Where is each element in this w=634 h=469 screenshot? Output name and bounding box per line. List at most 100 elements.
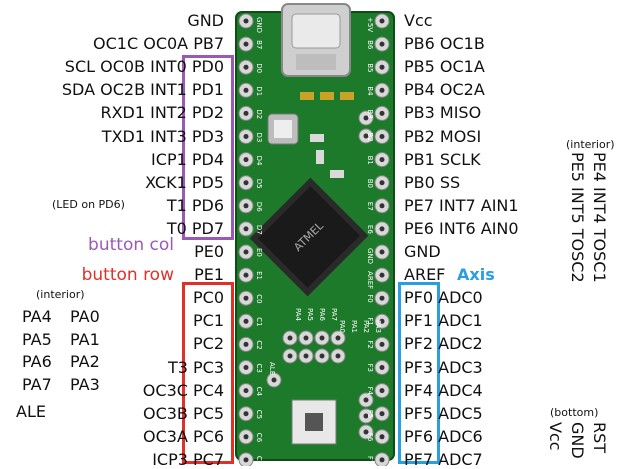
pin-label-pb0: PB0 SS — [404, 172, 461, 192]
pad-right-12-hole — [379, 295, 385, 301]
pin-label-pc0: PC0 — [193, 288, 224, 308]
interior-pin-pa0: PA0 — [70, 307, 100, 326]
silk-left-15: C3 — [255, 364, 263, 373]
silk-interior-1: PA5 — [306, 308, 314, 321]
right-pads — [374, 13, 390, 466]
pin-label-pd7: T0 PD7 — [166, 218, 224, 238]
bottom-col-rst: RST — [590, 422, 609, 454]
pin-label-pf5: PF5 ADC5 — [404, 403, 483, 423]
silk-right-4: B3 — [366, 109, 374, 118]
microcontroller-chip: ATMEL — [249, 177, 369, 297]
usb-connector — [281, 3, 351, 77]
pad-right-3-hole — [379, 87, 385, 93]
pad-left-18-hole — [243, 434, 249, 440]
silk-left-6: D4 — [255, 156, 263, 166]
pad-right-19-hole — [379, 457, 385, 463]
pad-interior-top-0-hole — [287, 335, 293, 341]
pad-right-2-hole — [379, 64, 385, 70]
silk-right-5: B2 — [366, 133, 374, 142]
button-row-box — [182, 282, 234, 464]
pad-right-6-hole — [379, 157, 385, 163]
pad-left-10-hole — [243, 249, 249, 255]
pin-label-pc3: T3 PC3 — [167, 357, 224, 377]
interior-pin-pa5: PA5 — [22, 329, 52, 349]
interior-pin-pa1: PA1 — [70, 329, 100, 349]
interior-right-col-1: PE5 INT5 TOSC2 — [568, 152, 587, 283]
pin-label-pd3: TXD1 INT3 PD3 — [101, 126, 224, 146]
pad-left-0-hole — [243, 18, 249, 24]
pin-label-pd1: SDA OC2B INT1 PD1 — [61, 80, 224, 100]
pad-left-8-hole — [243, 203, 249, 209]
pad-left-3-hole — [243, 87, 249, 93]
silk-left-13: C1 — [255, 317, 263, 326]
silk-right-18: F6 — [366, 433, 374, 442]
pad-left-14-hole — [243, 341, 249, 347]
pad-left-1-hole — [243, 41, 249, 47]
silk-right-11: AREF — [366, 271, 374, 289]
pad-left-4-hole — [243, 110, 249, 116]
silk-left-5: D3 — [255, 133, 263, 143]
silk-left-10: E0 — [255, 248, 263, 257]
pin-label-pd5: XCK1 PD5 — [145, 172, 224, 192]
pad-left-5-hole — [243, 134, 249, 139]
pin-label-pf3: PF3 ADC3 — [404, 357, 483, 377]
pad-interior-right-0-hole — [363, 115, 369, 121]
interior-pin-pa6: PA6 — [22, 352, 52, 372]
interior-pin-pa4: PA4 — [22, 307, 52, 326]
pin-label-pd2: RXD1 INT2 PD2 — [100, 103, 224, 123]
silk-left-9: D7 — [255, 225, 263, 235]
interior-pin-pa2: PA2 — [70, 352, 100, 372]
pin-label-pb2: PB2 MOSI — [404, 126, 482, 146]
silk-interior-3: PA7 — [330, 308, 338, 321]
pin-label-pf6: PF6 ADC6 — [404, 426, 483, 446]
silk-left-2: D0 — [255, 63, 263, 73]
pin-label-pd4: ICP1 PD4 — [151, 149, 224, 169]
pad-right-14-hole — [379, 341, 385, 347]
pad-interior-bottom-3-hole — [335, 353, 341, 359]
silk-left-3: D1 — [255, 86, 263, 96]
silk-right-16: F4 — [366, 387, 374, 396]
interior-note-right: (interior) — [566, 138, 615, 151]
led-note: (LED on PD6) — [52, 198, 125, 211]
pin-label-pe0: PE0 — [194, 242, 224, 261]
crystal — [267, 113, 299, 145]
bottom-col-vcc: Vcc — [546, 422, 565, 451]
pad-left-17-hole — [243, 411, 249, 417]
silk-right-14: F2 — [366, 340, 374, 348]
silk-right-13: F1 — [366, 317, 374, 325]
pad-right-4-hole — [379, 110, 385, 116]
pad-interior-bottom-2-hole — [319, 353, 325, 359]
silk-right-17: F5 — [366, 410, 374, 418]
pad-left-19-hole — [243, 457, 249, 463]
pin-label-pb3: PB3 MISO — [404, 103, 482, 123]
silk-right-10: GND — [366, 248, 374, 264]
interior-right-col-0: PE4 INT4 TOSC1 — [590, 152, 609, 283]
pad-right-13-hole — [379, 318, 385, 324]
silk-left-8: D6 — [255, 202, 263, 212]
pad-right-16-hole — [379, 388, 385, 394]
pin-label-pd0: SCL OC0B INT0 PD0 — [64, 57, 224, 77]
pin-label-gnd: GND — [187, 11, 224, 30]
pad-left-13-hole — [243, 318, 249, 324]
pin-label-vcc: Vcc — [404, 11, 433, 30]
pad-interior-top-1-hole — [303, 335, 309, 341]
pin-label-aref: AREF — [404, 265, 446, 285]
silk-right-19: F7 — [366, 456, 374, 464]
silk-left-17: C5 — [255, 410, 263, 419]
silk-right-7: B0 — [366, 179, 374, 188]
pad-right-9-hole — [379, 226, 385, 232]
pad-interior-bottom-1-hole — [303, 353, 309, 359]
silk-left-1: B7 — [255, 40, 263, 49]
silk-right-3: B4 — [366, 86, 374, 96]
pin-label-pb6: PB6 OC1B — [404, 34, 485, 54]
pin-label-pe7: PE7 INT7 AIN1 — [404, 195, 519, 215]
pin-label-pb7: OC1C OC0A PB7 — [93, 34, 224, 54]
silk-right-2: B5 — [366, 63, 374, 72]
pad-left-9-hole — [243, 226, 249, 232]
pad-interior-right-1-hole — [363, 133, 369, 139]
pin-label-pc1: PC1 — [193, 311, 224, 331]
silk-left-7: D5 — [255, 179, 263, 189]
pad-interior-bottom-0-hole — [287, 353, 293, 359]
pin-label-pf1: PF1 ADC1 — [404, 311, 483, 331]
